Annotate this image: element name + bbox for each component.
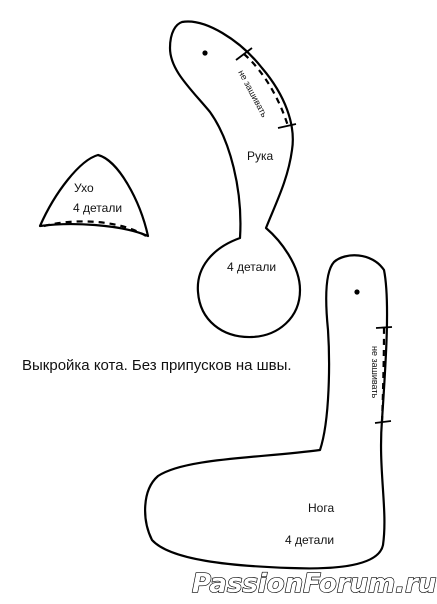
arm-count: 4 детали bbox=[227, 260, 276, 274]
arm-label: Рука bbox=[247, 149, 274, 163]
leg-eye-dot bbox=[354, 289, 360, 295]
arm-eye-dot bbox=[202, 50, 208, 56]
leg-opening-line bbox=[380, 327, 386, 423]
arm-outline bbox=[168, 20, 302, 339]
watermark-text: PassionForum.ru bbox=[192, 569, 436, 599]
leg-count: 4 детали bbox=[285, 533, 334, 547]
arm-opening-tick-top bbox=[235, 47, 253, 61]
leg-opening-note: не зашивать bbox=[370, 346, 380, 398]
pattern-title: Выкройка кота. Без припусков на швы. bbox=[22, 357, 292, 374]
leg-opening-tick-bottom bbox=[374, 420, 392, 424]
arm-piece: не зашивать Рука 4 детали bbox=[168, 20, 302, 339]
leg-label: Нога bbox=[308, 501, 334, 515]
ear-outline bbox=[38, 153, 150, 238]
leg-outline bbox=[144, 254, 389, 570]
ear-piece: Ухо 4 детали bbox=[38, 153, 150, 238]
ear-label: Ухо bbox=[74, 181, 94, 195]
leg-opening-tick-top bbox=[375, 326, 393, 329]
leg-piece: не зашивать Нога 4 детали bbox=[144, 254, 393, 570]
arm-opening-tick-bottom bbox=[277, 123, 297, 129]
ear-count: 4 детали bbox=[73, 201, 122, 215]
